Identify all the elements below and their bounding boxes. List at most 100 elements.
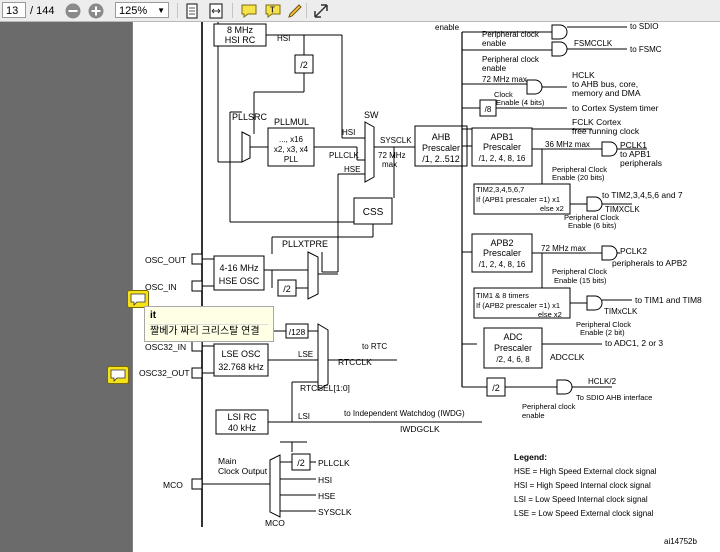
pllmul-label: PLLMUL — [274, 117, 309, 127]
sysclk-label: SYSCLK — [380, 136, 412, 145]
apb1-label: APB1 — [490, 132, 513, 142]
lsi-rc-label: LSI RC — [227, 412, 257, 422]
to-systimer-label: to Cortex System timer — [572, 103, 659, 113]
comment-icon[interactable] — [240, 2, 258, 20]
div8-label: /8 — [485, 105, 492, 114]
toolbar-divider — [306, 3, 307, 18]
to-fsmc-label: to FSMC — [630, 45, 662, 54]
top-enable-label: enable — [435, 23, 460, 32]
hsi-rc-freq: 8 MHz — [227, 25, 254, 35]
hclk-desc-2: memory and DMA — [572, 88, 641, 98]
zoom-select[interactable]: 125% ▼ — [115, 2, 169, 18]
periph-enable-1-a: Peripheral clock — [482, 30, 540, 39]
tim2-else: else x2 — [540, 204, 564, 213]
to-sdio-label: to SDIO — [630, 22, 658, 31]
mco-title-b: Clock Output — [218, 466, 268, 476]
hclk2-label: HCLK/2 — [588, 377, 617, 386]
lse-osc-freq: 32.768 kHz — [218, 362, 264, 372]
sw-pllclk-input: PLLCLK — [329, 151, 359, 160]
chevron-down-icon: ▼ — [157, 6, 165, 15]
text-markup-icon[interactable]: T — [264, 2, 282, 20]
tim1-else: else x2 — [538, 310, 562, 319]
legend-hse: HSE = High Speed External clock signal — [514, 467, 657, 476]
ahb-values: /1, 2..512 — [422, 154, 460, 164]
mco-select-label: MCO — [265, 518, 285, 528]
lsi-rc-freq: 40 kHz — [228, 423, 257, 433]
pdf-toolbar: 13 / 144 125%▼ T — [0, 0, 720, 22]
osc-in-label: OSC_IN — [145, 282, 177, 292]
apb1-values: /1, 2, 4, 8, 16 — [479, 154, 526, 163]
tim2-enable-a: Peripheral Clock — [564, 213, 619, 222]
css-label: CSS — [363, 207, 384, 218]
hclk-desc-1: to AHB bus, core, — [572, 79, 638, 89]
iwdgclk-label: IWDGCLK — [400, 424, 440, 434]
to-rtc-label: to RTC — [362, 342, 387, 351]
hse-osc-freq: 4-16 MHz — [219, 263, 259, 273]
adc-prescaler: Prescaler — [494, 343, 532, 353]
clock-enable-a: Clock — [494, 90, 513, 99]
pclk1-label: PCLK1 — [620, 140, 647, 150]
apb2-max-label: 72 MHz max — [541, 244, 586, 253]
ahb-max-label: 72 MHz max — [482, 75, 527, 84]
periph-enable-2-a: Peripheral clock — [482, 55, 540, 64]
expand-icon[interactable] — [312, 2, 330, 20]
apb1-prescaler: Prescaler — [483, 142, 521, 152]
div2-sdio-label: /2 — [492, 383, 500, 393]
mco-title-a: Main — [218, 456, 237, 466]
pclk1-desc-2: peripherals — [620, 158, 662, 168]
osc32-in-label: OSC32_IN — [145, 342, 186, 352]
to-tim2-label: to TIM2,3,4,5,6 and 7 — [602, 190, 683, 200]
mco-hse-label: HSE — [318, 491, 336, 501]
timxclk-1-label: TIMXCLK — [605, 205, 640, 214]
zoom-out-icon[interactable] — [64, 2, 82, 20]
tim1-title: TIM1 & 8 timers — [476, 291, 529, 300]
periph-enable-2-b: enable — [482, 64, 507, 73]
tim1-enable-b: Enable (2 bit) — [580, 328, 625, 337]
timxclk-2-label: TIMxCLK — [604, 307, 638, 316]
mco-hsi-label: HSI — [318, 475, 332, 485]
mco-pllclk-label: PLLCLK — [318, 458, 350, 468]
mco-pin-label: MCO — [163, 480, 183, 490]
hse-osc-label: HSE OSC — [219, 276, 260, 286]
fit-width-icon[interactable] — [207, 2, 225, 20]
to-iwdg-label: to Independent Watchdog (IWDG) — [344, 409, 465, 418]
fit-page-icon[interactable] — [183, 2, 201, 20]
lse-label: LSE — [298, 350, 313, 359]
legend-title: Legend: — [514, 452, 547, 462]
lse-osc-label: LSE OSC — [221, 349, 261, 359]
zoom-in-icon[interactable] — [87, 2, 105, 20]
apb1-enable-a: Peripheral Clock — [552, 165, 607, 174]
div128-label: /128 — [289, 327, 306, 337]
periph-enable-1-b: enable — [482, 39, 507, 48]
legend-lse: LSE = Low Speed External clock signal — [514, 509, 654, 518]
pllxtpre-label: PLLXTPRE — [282, 239, 328, 249]
sticky-note-icon[interactable] — [107, 366, 129, 384]
tim2-title: TIM2,3,4,5,6,7 — [476, 185, 524, 194]
fclk-label: FCLK Cortex — [572, 117, 622, 127]
sysclk-freq: 72 MHz — [378, 151, 406, 160]
note-text: 짤베가 짜리 크리스탈 연결 — [150, 324, 268, 339]
osc-out-label: OSC_OUT — [145, 255, 186, 265]
legend-lsi: LSI = Low Speed Internal clock signal — [514, 495, 648, 504]
fclk-desc: free running clock — [572, 126, 640, 136]
div2-label: /2 — [300, 60, 308, 70]
pclk2-desc: peripherals to APB2 — [612, 258, 687, 268]
toolbar-divider — [232, 3, 233, 18]
sticky-note-icon[interactable] — [127, 290, 149, 308]
pdf-page: 8 MHz HSI RC HSI /2 PLLSRC PLLMUL ..., x… — [132, 22, 720, 552]
note-popup[interactable]: it 짤베가 짜리 크리스탈 연결 — [144, 306, 274, 342]
rtcsel-label: RTCSEL[1:0] — [300, 383, 350, 393]
sw-label: SW — [364, 110, 379, 120]
clock-tree-diagram: 8 MHz HSI RC HSI /2 PLLSRC PLLMUL ..., x… — [132, 22, 702, 552]
highlight-pen-icon[interactable] — [286, 2, 304, 20]
toolbar-divider — [177, 3, 178, 18]
legend-hsi: HSI = High Speed Internal clock signal — [514, 481, 651, 490]
pll-mul-values: x2, x3, x4 — [274, 145, 309, 154]
hsi-label: HSI — [277, 34, 290, 43]
adcclk-label: ADCCLK — [550, 352, 585, 362]
div2-mco-label: /2 — [297, 458, 305, 468]
zoom-value: 125% — [119, 5, 148, 17]
page-number-input[interactable]: 13 — [2, 2, 26, 18]
osc32-out-label: OSC32_OUT — [139, 368, 190, 378]
to-sdio-ahb-label: To SDIO AHB interface — [576, 393, 652, 402]
